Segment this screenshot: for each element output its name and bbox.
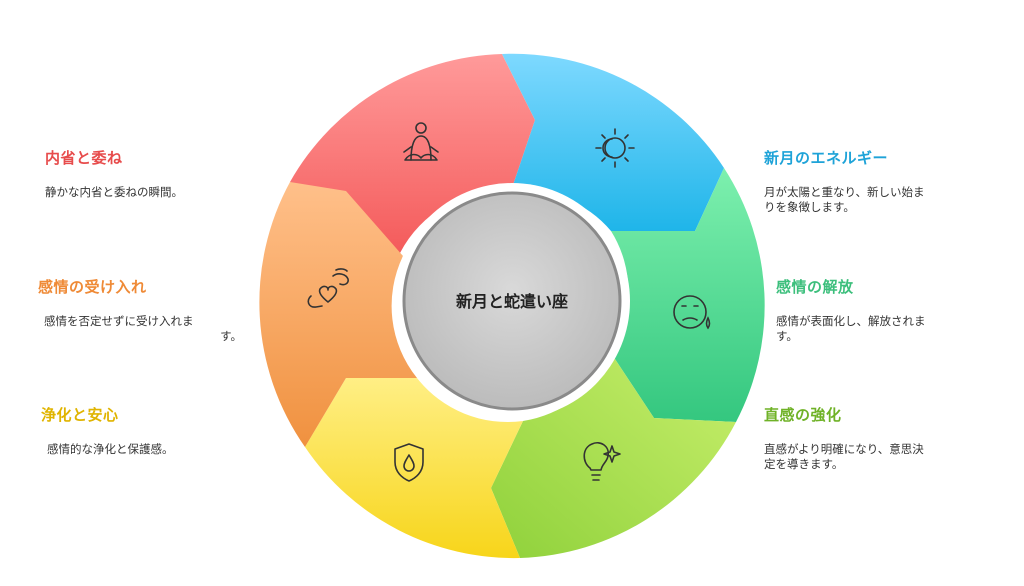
label-emotion-release-title: 感情の解放 [776,278,854,296]
label-reflection-title: 内省と委ね [45,149,123,167]
label-intuition: 直感の強化 直感がより明確になり、意思決 定を導きます。 [764,404,984,472]
label-acceptance: 感情の受け入れ 感情を否定せずに受け入れま す。 [38,276,248,344]
label-acceptance-desc-line-1: 感情を否定せずに受け入れま [44,314,194,328]
label-intuition-title: 直感の強化 [764,406,842,424]
center-circle [402,191,622,411]
meditation-icon [403,122,439,161]
label-emotion-release-desc-line-2: す。 [776,329,798,343]
sun-moon-icon [595,128,635,168]
hands-heart-icon [307,268,349,308]
segment-new-moon-energy [502,53,724,231]
segment-acceptance [259,182,417,447]
label-reflection: 内省と委ね 静かな内省と委ねの瞬間。 [45,147,183,200]
label-acceptance-title: 感情の受け入れ [38,278,147,296]
label-new-moon-energy-desc: 月が太陽と重なり、新しい始ま りを象徴します。 [764,185,984,215]
label-purification-desc: 感情的な浄化と保護感。 [47,442,174,456]
shield-drop-icon [394,443,424,482]
segment-emotion-release [611,168,765,422]
label-intuition-desc-line-2: 定を導きます。 [764,457,844,471]
label-purification-title: 浄化と安心 [41,406,119,424]
label-acceptance-desc: 感情を否定せずに受け入れま す。 [44,314,248,344]
label-purification: 浄化と安心 感情的な浄化と保護感。 [41,404,174,457]
label-new-moon-energy-desc-line-1: 月が太陽と重なり、新しい始ま [764,185,925,199]
label-intuition-desc-line-1: 直感がより明確になり、意思決 [764,442,924,456]
label-emotion-release-desc-line-1: 感情が表面化し、解放されま [776,314,926,328]
label-intuition-desc: 直感がより明確になり、意思決 定を導きます。 [764,442,984,472]
label-new-moon-energy: 新月のエネルギー 月が太陽と重なり、新しい始ま りを象徴します。 [764,147,984,215]
label-new-moon-energy-desc-line-2: りを象徴します。 [764,200,855,214]
label-new-moon-energy-title: 新月のエネルギー [764,149,889,167]
label-emotion-release: 感情の解放 感情が表面化し、解放されま す。 [776,276,986,344]
label-acceptance-desc-line-2: す。 [220,329,242,343]
center-title: 新月と蛇遣い座 [456,292,568,311]
lightbulb-sparkle-icon [583,441,621,481]
crying-face-icon [673,295,711,330]
label-emotion-release-desc: 感情が表面化し、解放されま す。 [776,314,986,344]
label-reflection-desc: 静かな内省と委ねの瞬間。 [45,185,183,199]
